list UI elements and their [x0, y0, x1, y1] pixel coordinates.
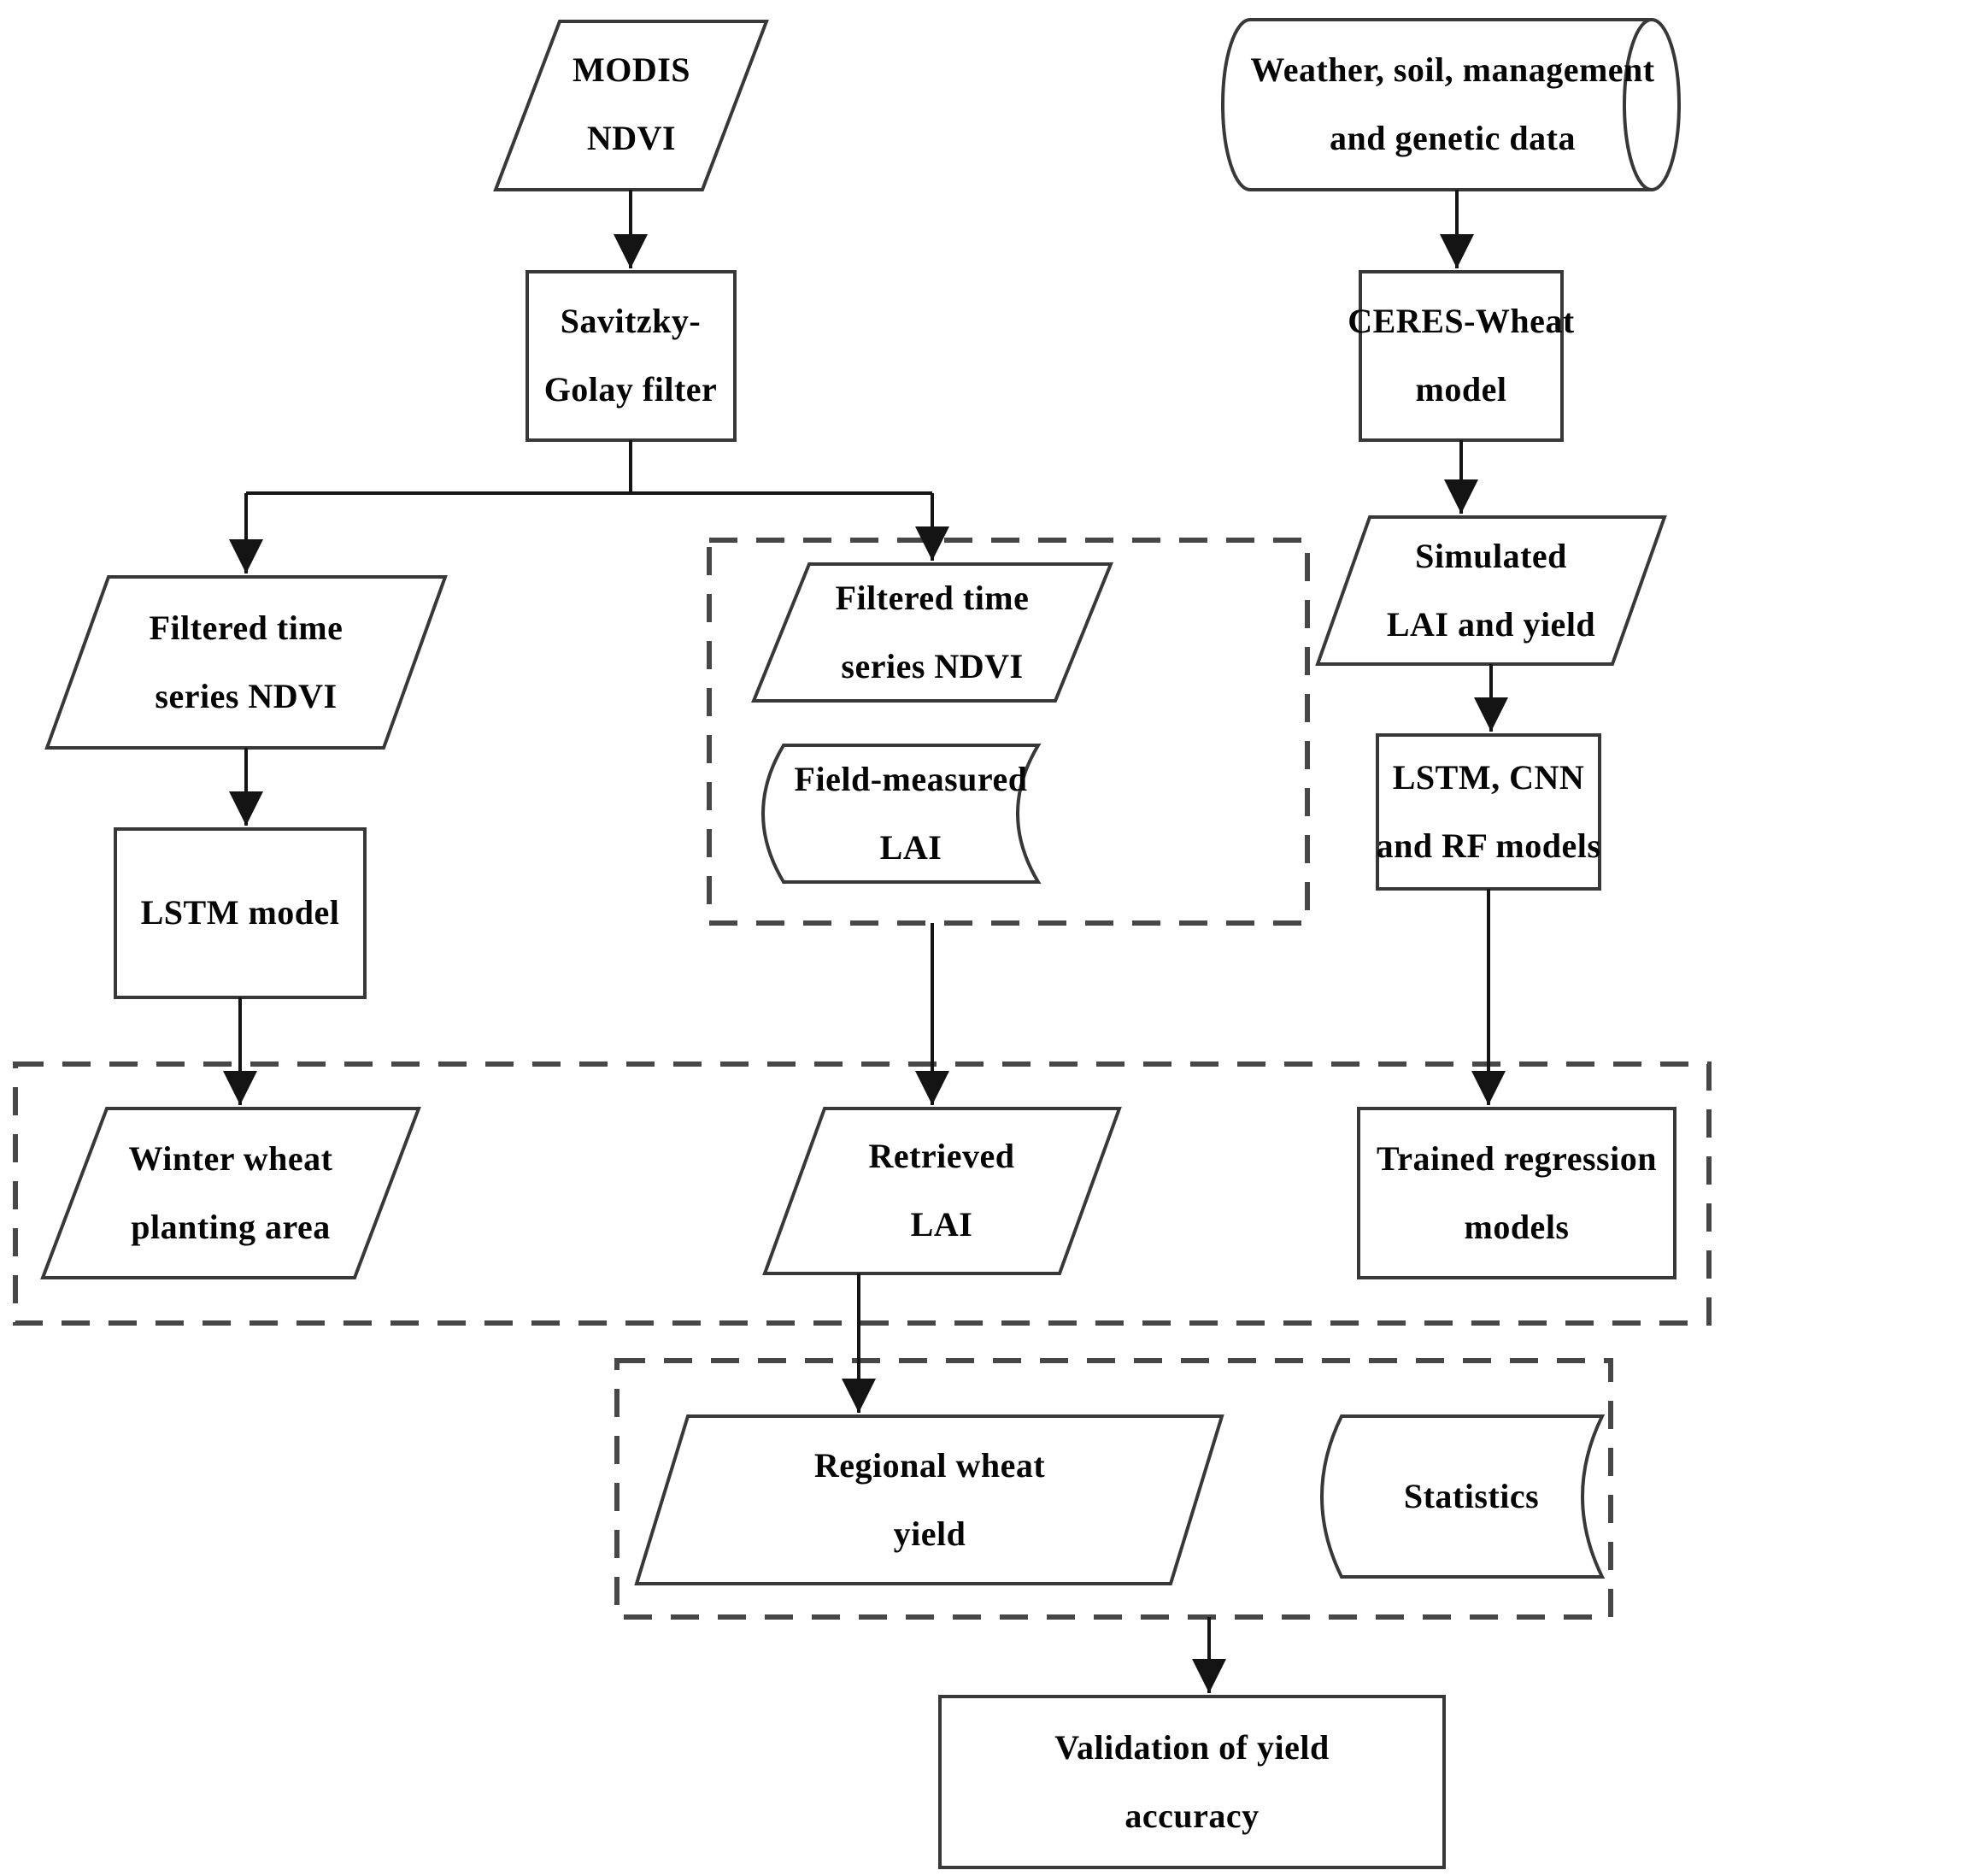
lstm-model-box: [114, 827, 367, 999]
edge-sgfilter-branch: [246, 440, 932, 495]
label-winter-wheat-area: Winter wheat planting area: [128, 1139, 333, 1246]
trained-regression-box: [1357, 1107, 1676, 1279]
retrieved-lai-parallelogram: [762, 1107, 1122, 1275]
filtered-ndvi-left-parallelogram: [44, 575, 448, 750]
simulated-lai-yield-parallelogram: [1315, 515, 1667, 666]
winter-wheat-area-parallelogram: [40, 1107, 421, 1279]
weather-data-cylinder-end-cap: [1623, 18, 1653, 191]
label-modis-ndvi: MODIS NDVI: [572, 50, 691, 157]
lai-retrieval-group-box: [707, 538, 1310, 926]
label-filtered-ndvi-mid: Filtered time series NDVI: [835, 579, 1030, 685]
intermediate-products-group-box: [13, 1061, 1712, 1326]
label-regional-wheat-yield: Regional wheat yield: [813, 1446, 1046, 1553]
modis-ndvi-parallelogram: [493, 20, 769, 191]
label-lstm-cnn-rf: LSTM, CNN and RF models: [1376, 758, 1601, 865]
label-filtered-ndvi-left: Filtered time series NDVI: [149, 609, 344, 715]
lstm-cnn-rf-box: [1376, 733, 1601, 891]
yield-estimation-group-box: [614, 1358, 1613, 1620]
filtered-ndvi-mid-parallelogram: [751, 562, 1113, 703]
label-weather-data: Weather, soil, management and genetic da…: [1250, 50, 1655, 157]
field-measured-lai-stored-data: [761, 744, 1042, 884]
label-retrieved-lai: Retrieved LAI: [868, 1137, 1015, 1244]
label-sg-filter: Savitzky- Golay filter: [543, 302, 718, 409]
savitzky-golay-box: [526, 270, 737, 442]
label-statistics: Statistics: [1403, 1477, 1540, 1515]
statistics-stored-data: [1320, 1414, 1606, 1579]
label-lstm-model: LSTM model: [140, 893, 340, 932]
label-ceres-wheat: CERES-Wheat model: [1348, 302, 1575, 409]
validation-box: [938, 1695, 1446, 1869]
label-trained-regression: Trained regression models: [1377, 1139, 1657, 1246]
label-validation: Validation of yield accuracy: [1054, 1728, 1330, 1835]
label-simulated-lai-yield: Simulated LAI and yield: [1386, 537, 1596, 644]
regional-wheat-yield-parallelogram: [634, 1414, 1224, 1585]
label-field-measured-lai: Field-measured LAI: [794, 760, 1028, 867]
